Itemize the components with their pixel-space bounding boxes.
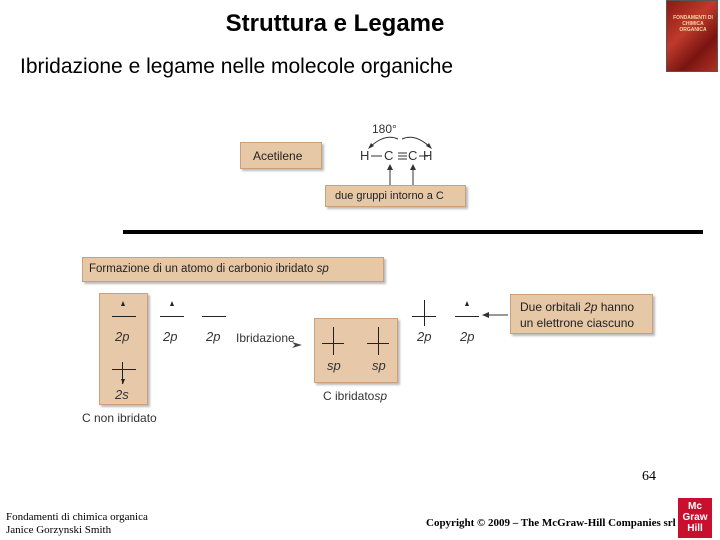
atom-h-right: H (423, 148, 432, 163)
angle-arc-left (370, 137, 398, 147)
footer-book-title: Fondamenti di chimica organica (6, 511, 148, 524)
acetylene-molecule-diagram (340, 115, 460, 195)
hybridized-caption: C ibridatosp (323, 389, 387, 403)
note-pointer-arrow (480, 309, 510, 321)
orbital-2p-2-label: 2p (163, 329, 177, 344)
electron-up-sp-1 (333, 327, 334, 355)
sp-orbital-box (314, 318, 398, 383)
electron-up-hyb-2p-2 (465, 301, 469, 306)
unhybridized-caption: C non ibridato (82, 411, 157, 425)
orbital-2p-1-line (112, 316, 136, 317)
slide-subtitle: Ibridazione e legame nelle molecole orga… (20, 55, 453, 79)
electron-up-sp-2 (378, 327, 379, 355)
note-box: Due orbitali 2p hanno un elettrone ciasc… (510, 294, 653, 334)
publisher-logo: Mc Graw Hill (678, 498, 712, 538)
note-line-2: un elettrone ciascuno (520, 315, 652, 331)
acetylene-label: Acetilene (253, 149, 302, 163)
orbital-2p-3-label: 2p (206, 329, 220, 344)
orbital-sp-1-label: sp (327, 358, 341, 373)
electron-up-2p-1 (121, 301, 125, 306)
angle-arc-right (402, 137, 430, 147)
hybridized-caption-sp: sp (374, 389, 387, 403)
electron-up-2p-2 (170, 301, 174, 306)
slide-title: Struttura e Legame (0, 10, 670, 38)
angle-label: 180° (372, 122, 397, 136)
acetylene-label-box: Acetilene (240, 142, 322, 169)
atom-c1: C (384, 148, 393, 163)
orbital-sp-2-label: sp (372, 358, 386, 373)
footer-book-info: Fondamenti di chimica organica Janice Go… (6, 511, 148, 537)
orbital-hyb-2p-2-label: 2p (460, 329, 474, 344)
copyright-notice: Copyright © 2009 – The McGraw-Hill Compa… (426, 517, 676, 529)
orbital-hyb-2p-2-line (455, 316, 479, 317)
pointer-arrowhead-c1 (387, 164, 393, 170)
logo-line-2: Graw (678, 512, 712, 523)
electron-up-hyb-2p-1 (424, 300, 425, 326)
orbital-2p-1-label: 2p (115, 329, 129, 344)
orbital-2s-label: 2s (115, 387, 129, 402)
atom-h-left: H (360, 148, 369, 163)
hybridization-arrow (290, 340, 304, 350)
atom-c2: C (408, 148, 417, 163)
logo-line-1: Mc (678, 501, 712, 512)
footer-author: Janice Gorzynski Smith (6, 524, 148, 537)
pointer-arrowhead-c2 (410, 164, 416, 170)
acetylene-callout-box: due gruppi intorno a C (325, 185, 466, 207)
hybridization-header-sp: sp (317, 263, 329, 275)
page-number: 64 (642, 469, 656, 485)
book-cover-text: FONDAMENTI DI CHIMICA ORGANICA (669, 15, 717, 33)
orbital-hyb-2p-1-label: 2p (417, 329, 431, 344)
orbital-2s-line (112, 369, 136, 370)
electron-down-2s (121, 379, 125, 384)
hybridization-process-label: Ibridazione (236, 331, 295, 345)
acetylene-callout: due gruppi intorno a C (335, 190, 444, 202)
orbital-2p-3-line (202, 316, 226, 317)
note-line-1: Due orbitali 2p hanno (520, 299, 652, 315)
hybridized-caption-prefix: C ibridato (323, 389, 374, 403)
section-divider (123, 230, 703, 234)
book-cover-image: FONDAMENTI DI CHIMICA ORGANICA (666, 0, 718, 72)
hybridization-header-text: Formazione di un atomo di carbonio ibrid… (89, 263, 317, 275)
orbital-2p-2-line (160, 316, 184, 317)
logo-line-3: Hill (678, 523, 712, 534)
hybridization-header-box: Formazione di un atomo di carbonio ibrid… (82, 257, 384, 282)
